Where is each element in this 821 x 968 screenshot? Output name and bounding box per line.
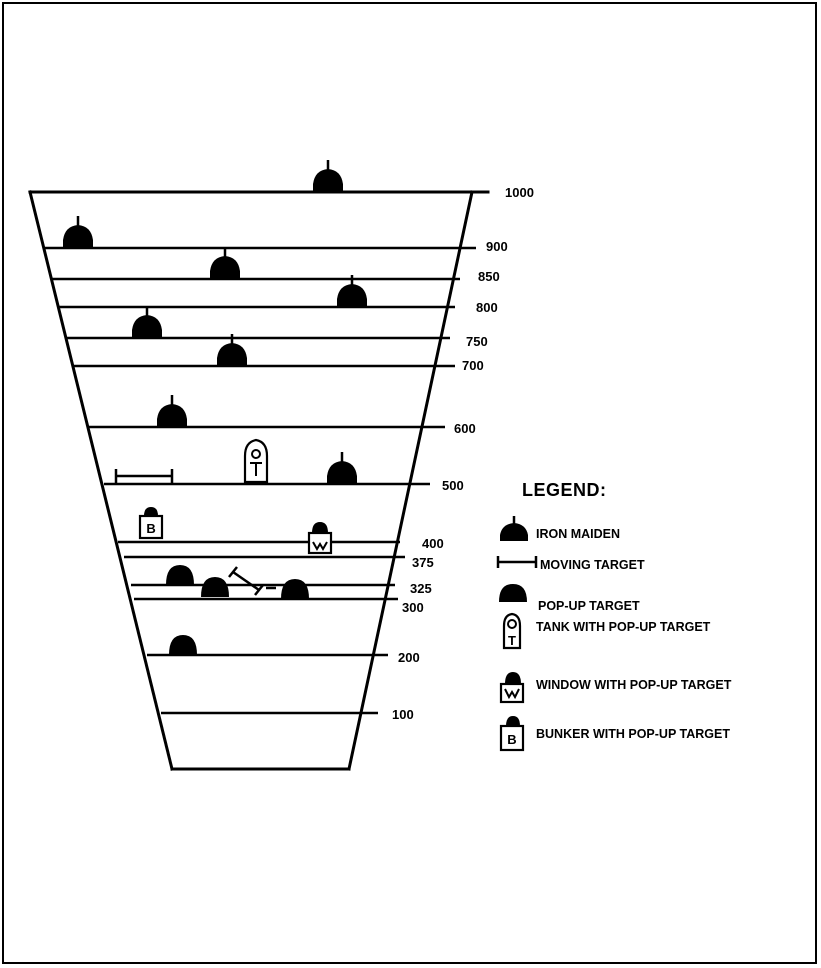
tank-letter: T xyxy=(508,633,516,648)
moving-target-icon xyxy=(496,556,538,568)
distance-label-200: 200 xyxy=(398,650,420,665)
iron-maiden-target xyxy=(311,158,345,194)
window-with-pop-up-target-icon xyxy=(499,672,525,704)
distance-label-500: 500 xyxy=(442,478,464,493)
legend-item-tank-with-pop-up-target: T TANK WITH POP-UP TARGET xyxy=(496,612,806,650)
range-left-edge xyxy=(28,190,174,771)
tank-with-pop-up-target xyxy=(243,438,269,484)
pop-up-target xyxy=(169,635,197,655)
distance-label-900: 900 xyxy=(486,239,508,254)
legend-label: BUNKER WITH POP-UP TARGET xyxy=(536,727,730,741)
pop-up-target xyxy=(166,565,194,585)
distance-label-800: 800 xyxy=(476,300,498,315)
iron-maiden-target xyxy=(208,245,242,281)
tank-with-pop-up-target-icon: T xyxy=(502,612,522,650)
legend-item-pop-up-target: POP-UP TARGET xyxy=(496,578,806,613)
legend-label: TANK WITH POP-UP TARGET xyxy=(536,620,711,634)
distance-label-100: 100 xyxy=(392,707,414,722)
legend-label: MOVING TARGET xyxy=(540,558,645,572)
pop-up-target xyxy=(281,579,309,599)
iron-maiden-icon xyxy=(500,516,528,541)
distance-label-300: 300 xyxy=(402,600,424,615)
iron-maiden-target xyxy=(325,450,359,486)
legend-label: IRON MAIDEN xyxy=(536,527,621,541)
bunker-letter: B xyxy=(146,521,155,536)
bunker-with-pop-up-target-icon: B xyxy=(499,716,525,752)
distance-label-700: 700 xyxy=(462,358,484,373)
bunker-letter: B xyxy=(507,732,516,747)
distance-label-375: 375 xyxy=(412,555,434,570)
iron-maiden-target xyxy=(155,393,189,429)
pop-up-target-icon xyxy=(499,584,527,602)
window-with-pop-up-target xyxy=(307,522,333,555)
moving-target xyxy=(228,566,276,596)
legend-item-window-with-pop-up-target: WINDOW WITH POP-UP TARGET xyxy=(496,668,806,704)
legend: LEGEND: IRON MAIDEN MOVING TARGET POP-UP… xyxy=(496,480,806,752)
distance-label-850: 850 xyxy=(478,269,500,284)
bunker-with-pop-up-target: B xyxy=(138,507,164,540)
iron-maiden-target xyxy=(61,214,95,250)
legend-item-moving-target: MOVING TARGET xyxy=(496,550,806,584)
pop-up-target xyxy=(201,577,229,597)
legend-item-iron-maiden: IRON MAIDEN xyxy=(496,513,806,547)
range-right-edge xyxy=(347,190,474,771)
legend-label: POP-UP TARGET xyxy=(538,599,640,613)
distance-label-750: 750 xyxy=(466,334,488,349)
iron-maiden-target xyxy=(130,304,164,340)
legend-item-bunker-with-pop-up-target: B BUNKER WITH POP-UP TARGET xyxy=(496,714,806,752)
moving-target xyxy=(114,469,174,483)
distance-label-325: 325 xyxy=(410,581,432,596)
legend-title: LEGEND: xyxy=(522,480,607,500)
legend-label: WINDOW WITH POP-UP TARGET xyxy=(536,678,732,692)
distance-label-1000: 1000 xyxy=(505,185,534,200)
distance-label-600: 600 xyxy=(454,421,476,436)
distance-label-400: 400 xyxy=(422,536,444,551)
